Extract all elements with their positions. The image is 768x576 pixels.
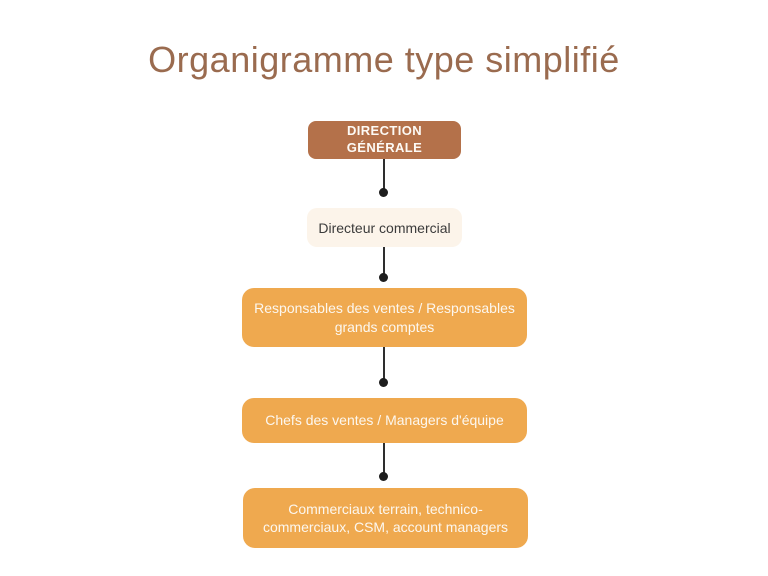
connector-line-1 xyxy=(383,159,385,189)
org-node-directeur-commercial-label: Directeur commercial xyxy=(318,219,451,236)
org-node-responsables-ventes: Responsables des ventes / Responsables g… xyxy=(242,288,527,347)
org-node-commerciaux: Commerciaux terrain, technico-commerciau… xyxy=(243,488,528,548)
connector-line-2 xyxy=(383,247,385,274)
org-node-direction-generale: DIRECTION GÉNÉRALE xyxy=(308,121,461,159)
org-node-direction-generale-label: DIRECTION GÉNÉRALE xyxy=(346,123,423,155)
org-node-commerciaux-label: Commerciaux terrain, technico-commerciau… xyxy=(262,500,509,535)
org-node-chefs-des-ventes: Chefs des ventes / Managers d'équipe xyxy=(242,398,527,443)
connector-dot-1 xyxy=(379,188,388,197)
org-node-directeur-commercial: Directeur commercial xyxy=(307,208,462,247)
connector-line-4 xyxy=(383,443,385,473)
org-node-chefs-des-ventes-label: Chefs des ventes / Managers d'équipe xyxy=(265,412,504,429)
org-node-responsables-ventes-label: Responsables des ventes / Responsables g… xyxy=(254,300,515,335)
connector-dot-4 xyxy=(379,472,388,481)
connector-dot-2 xyxy=(379,273,388,282)
page-title: Organigramme type simplifié xyxy=(148,39,620,80)
connector-dot-3 xyxy=(379,378,388,387)
connector-line-3 xyxy=(383,347,385,379)
